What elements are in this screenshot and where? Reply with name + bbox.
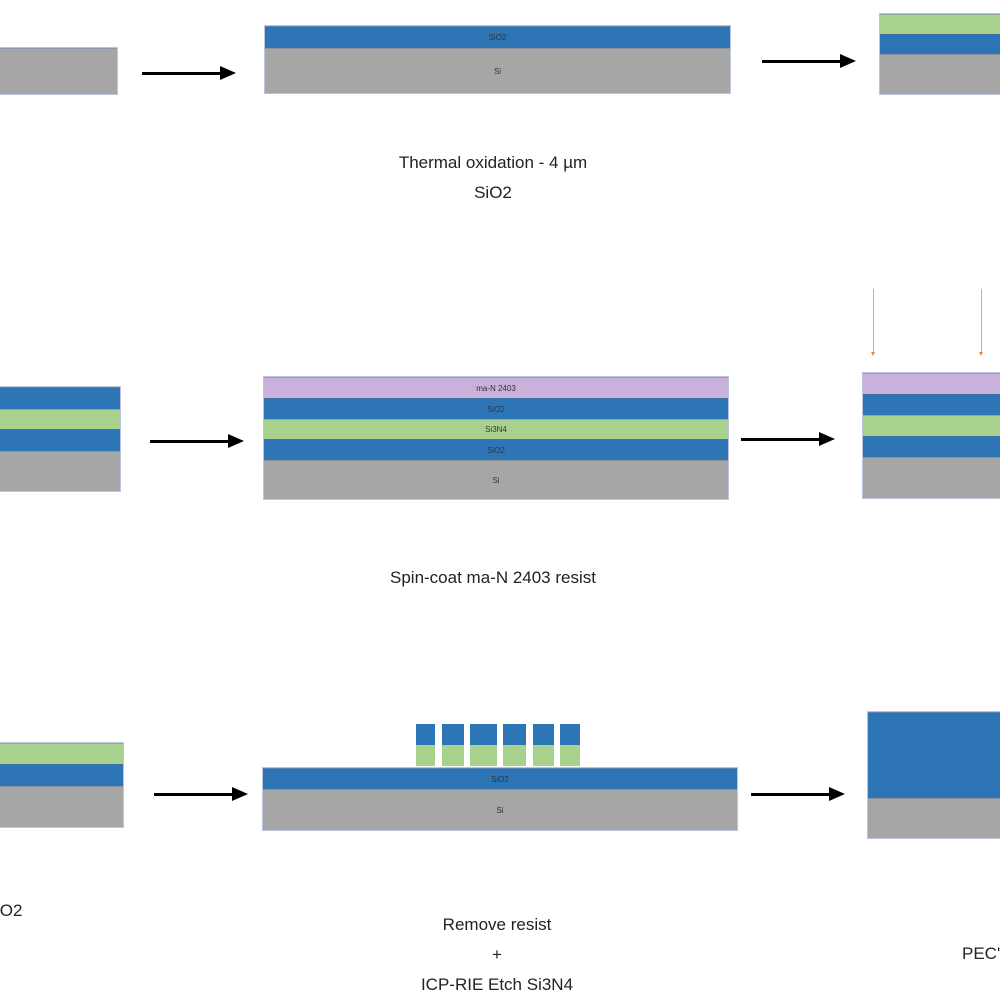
row3-wafer-stack: [0, 742, 124, 828]
layer-si3n4: [880, 14, 1000, 34]
layer-si3n4: [0, 743, 123, 764]
layer-sio2: [0, 429, 120, 451]
arrow-row2-1: [150, 434, 244, 448]
layer-si: [0, 451, 120, 491]
row1-wafer-oxidized: SiO2 Si: [264, 25, 731, 94]
waveguide-cladding: [533, 724, 554, 745]
layer-sio2: [868, 712, 1000, 798]
layer-sio2: [880, 34, 1000, 54]
waveguide-cladding: [416, 724, 435, 745]
caption-remove-resist-etch: Remove resist + ICP-RIE Etch Si3N4: [347, 910, 647, 1000]
arrow-row2-2: [741, 432, 835, 446]
caption-spin-coat: Spin-coat ma-N 2403 resist: [343, 563, 643, 593]
caption-line: SiO2: [474, 183, 512, 202]
waveguide-core: [470, 745, 497, 766]
layer-si: [0, 48, 117, 94]
layer-si: [0, 786, 123, 827]
row2-wafer-stack: [0, 386, 121, 492]
layer-si: Si: [265, 48, 730, 93]
layer-si: Si: [263, 789, 737, 830]
layer-sio2: SiO2: [264, 439, 728, 460]
caption-line: Spin-coat ma-N 2403 resist: [390, 568, 596, 587]
row2-wafer-exposure: [862, 372, 1000, 499]
layer-label-si: Si: [492, 475, 500, 485]
layer-label-sio2: SiO2: [487, 445, 505, 455]
layer-label-sio2: SiO2: [488, 33, 507, 42]
arrow-row3-1: [154, 787, 248, 801]
layer-sio2: [0, 387, 120, 409]
layer-label-si: Si: [496, 805, 504, 815]
layer-label-si3n4: Si3N4: [485, 425, 507, 434]
layer-si: [863, 457, 1000, 498]
waveguide-core: [503, 745, 526, 766]
caption-fragment-right: PEC': [962, 939, 1000, 969]
caption-fragment-left: iO2: [0, 896, 36, 926]
layer-resist: ma-N 2403: [264, 377, 728, 398]
layer-sio2: [0, 764, 123, 786]
arrow-row1-1: [142, 66, 236, 80]
layer-si: [868, 798, 1000, 838]
caption-line: +: [492, 945, 502, 964]
layer-sio2: SiO2: [265, 26, 730, 48]
waveguide-core: [533, 745, 554, 766]
layer-si: Si: [264, 460, 728, 499]
layer-label-si: Si: [493, 66, 502, 76]
row2-wafer-resist: ma-N 2403 SiO2 Si3N4 SiO2 Si: [263, 376, 729, 500]
layer-sio2: [863, 436, 1000, 457]
row3-wafer-pecvd: [867, 711, 1000, 839]
layer-sio2: [863, 394, 1000, 415]
waveguide-core: [560, 745, 580, 766]
caption-line: Remove resist: [442, 915, 552, 934]
caption-thermal-oxidation: Thermal oxidation - 4 µm SiO2: [343, 148, 643, 208]
arrow-row3-2: [751, 787, 845, 801]
layer-label-sio2: SiO2: [491, 774, 509, 784]
layer-si3n4: Si3N4: [264, 419, 728, 439]
waveguide-cladding: [503, 724, 526, 745]
layer-si3n4: [0, 409, 120, 429]
row1-wafer-si: [0, 47, 118, 95]
row1-wafer-nitride: [879, 13, 1000, 95]
layer-label-resist: ma-N 2403: [476, 383, 516, 393]
uv-exposure-arrow: [979, 289, 983, 356]
waveguide-core: [442, 745, 464, 766]
caption-line: PEC': [962, 944, 1000, 963]
layer-sio2: SiO2: [263, 768, 737, 789]
layer-si3n4: [863, 415, 1000, 436]
caption-line: ICP-RIE Etch Si3N4: [420, 975, 574, 994]
waveguide-core: [416, 745, 435, 766]
waveguide-cladding: [442, 724, 464, 745]
layer-label-sio2: SiO2: [487, 404, 505, 414]
uv-exposure-arrow: [871, 289, 875, 356]
arrow-row1-2: [762, 54, 856, 68]
row3-wafer-etched: SiO2 Si: [262, 767, 738, 831]
caption-line: Thermal oxidation - 4 µm: [398, 153, 588, 172]
caption-line: iO2: [0, 901, 23, 920]
waveguide-cladding: [470, 724, 497, 745]
layer-resist: [863, 373, 1000, 394]
waveguide-cladding: [560, 724, 580, 745]
layer-si: [880, 54, 1000, 94]
layer-sio2: SiO2: [264, 398, 728, 419]
